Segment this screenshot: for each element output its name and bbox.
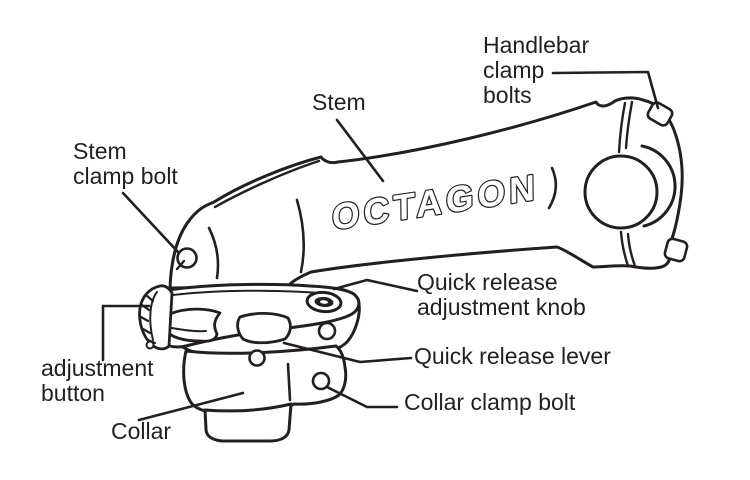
adjustment-button-knurl-marks xyxy=(139,293,157,345)
label-stem: Stem xyxy=(312,89,366,115)
leader-handlebar-clamp-bolts xyxy=(551,70,660,110)
faceplate-split-line xyxy=(617,100,637,268)
label-stem-clamp-bolt: Stem clamp bolt xyxy=(73,138,178,189)
stem-body xyxy=(168,96,684,290)
collar-pin xyxy=(248,349,266,367)
leader-quick-release-lever xyxy=(282,341,413,364)
handlebar-clamp-bolt-top xyxy=(646,101,674,127)
stem-clamp-bolt-slot xyxy=(175,259,186,271)
quick-release-lever-pin xyxy=(317,321,337,341)
handlebar-clamp-ring-arc xyxy=(640,144,677,228)
leader-quick-release-adjustment-knob xyxy=(332,278,419,293)
label-adjustment-button: adjustment button xyxy=(41,355,154,406)
stem-contour-curve-mid xyxy=(295,198,305,274)
lever-cutout-left-inner xyxy=(171,327,207,333)
adjustment-button-inner-arc xyxy=(149,291,158,341)
adjustment-button-dot xyxy=(145,340,155,350)
leader-stem xyxy=(335,118,385,183)
quick-release-adjustment-knob-head xyxy=(305,290,343,314)
collar-slot-line xyxy=(286,362,292,402)
lever-cutout-right xyxy=(236,311,292,345)
leader-adjustment-button xyxy=(101,304,151,362)
leader-collar xyxy=(137,391,245,422)
stem-ridge-line xyxy=(213,159,321,209)
leader-collar-clamp-bolt xyxy=(325,385,399,409)
handlebar-clamp-bolt-bottom xyxy=(663,237,689,263)
label-quick-release-lever: Quick release lever xyxy=(414,343,611,369)
stem-contour-curve-right xyxy=(547,166,558,210)
label-collar: Collar xyxy=(111,418,172,444)
label-quick-release-adjustment-knob: Quick release adjustment knob xyxy=(417,269,586,320)
leader-stem-clamp-bolt xyxy=(121,191,180,254)
label-handlebar-clamp-bolts: Handlebar clamp bolts xyxy=(483,32,590,108)
stem-contour-curve-left xyxy=(207,226,220,280)
label-collar-clamp-bolt: Collar clamp bolt xyxy=(404,389,576,415)
handlebar-clamp-circle xyxy=(583,154,659,230)
collar-cylinder xyxy=(203,402,293,443)
collar-clamp-bolt-circle xyxy=(311,371,331,391)
